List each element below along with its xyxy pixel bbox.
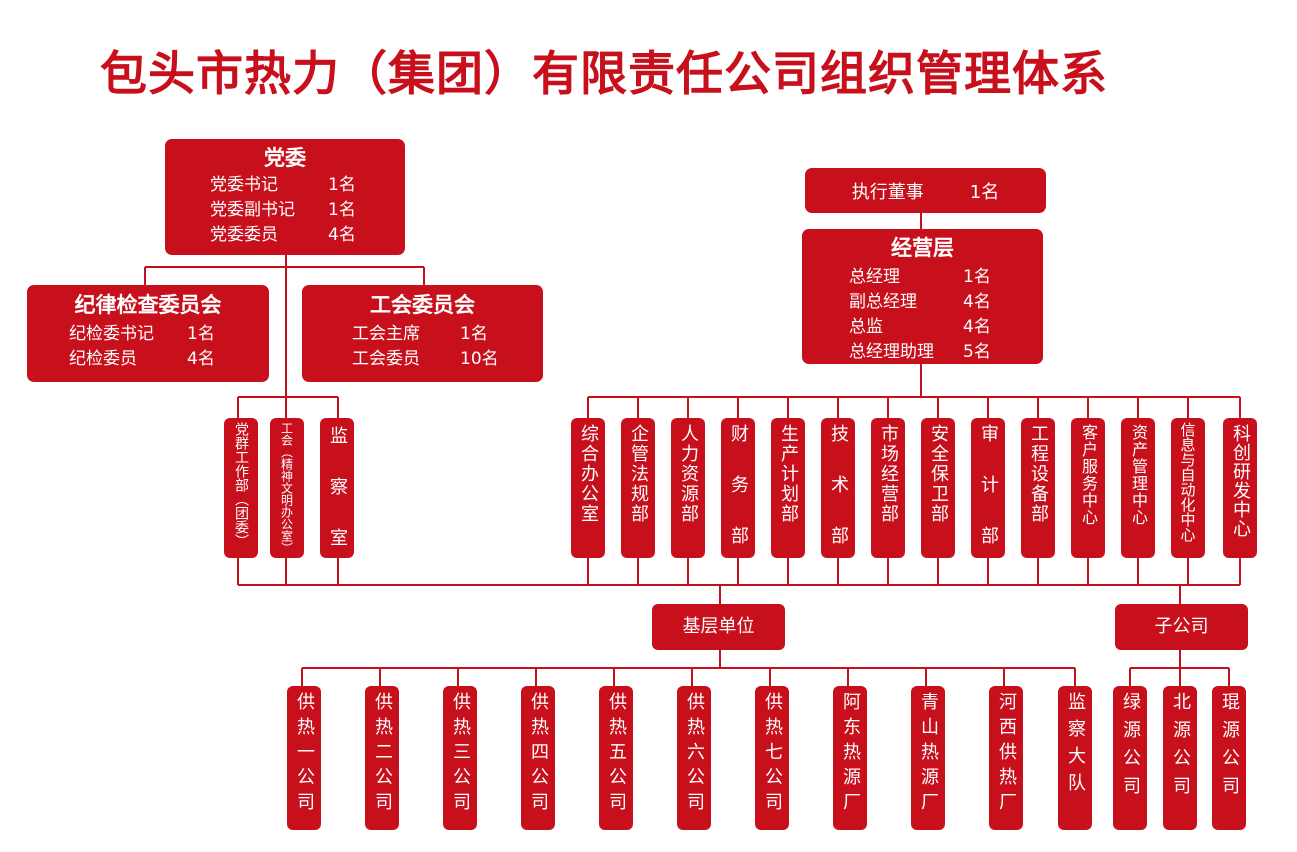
- member-role: 总经理: [849, 267, 900, 287]
- party-dept-box[interactable]: 党群工作部（团委）: [224, 418, 258, 558]
- department-box[interactable]: 科创研发中心: [1223, 418, 1257, 558]
- department-label: 信息与自动化中心: [1178, 422, 1197, 542]
- grassroots-unit-box[interactable]: 供热一公司: [287, 686, 321, 830]
- grassroots-unit-label: 青山热源厂: [918, 692, 939, 817]
- member-role: 党委副书记: [210, 200, 295, 220]
- grassroots-unit-label: 供热五公司: [606, 692, 627, 817]
- grassroots-unit-box[interactable]: 阿东热源厂: [833, 686, 867, 830]
- grassroots-unit-label: 供热三公司: [450, 692, 471, 817]
- department-box[interactable]: 综合办公室: [571, 418, 605, 558]
- party-committee-box[interactable]: 党委 党委书记 1名 党委副书记 1名 党委委员 4名: [165, 139, 405, 255]
- party-dept-box[interactable]: 监 察 室: [320, 418, 354, 558]
- party-dept-label: 党群工作部（团委）: [233, 422, 249, 548]
- department-box[interactable]: 市场经营部: [871, 418, 905, 558]
- member-count: 4名: [963, 292, 991, 312]
- grassroots-unit-box[interactable]: 河西供热厂: [989, 686, 1023, 830]
- party-dept-label: 监 察 室: [327, 426, 348, 552]
- union-committee-box[interactable]: 工会委员会 工会主席 1名 工会委员 10名: [302, 285, 543, 382]
- grassroots-unit-box[interactable]: 青山热源厂: [911, 686, 945, 830]
- member-role: 总监: [849, 317, 883, 337]
- grassroots-unit-box[interactable]: 监察大队: [1058, 686, 1092, 830]
- member-role: 纪检委员: [69, 349, 137, 369]
- union-committee-title: 工会委员会: [370, 292, 475, 317]
- department-box[interactable]: 人力资源部: [671, 418, 705, 558]
- page-title: 包头市热力（集团）有限责任公司组织管理体系: [100, 47, 1108, 102]
- department-box[interactable]: 安全保卫部: [921, 418, 955, 558]
- party-committee-title: 党委: [264, 145, 306, 170]
- department-label: 客户服务中心: [1079, 424, 1098, 526]
- subsidiary-box[interactable]: 绿源公司: [1113, 686, 1147, 830]
- department-box[interactable]: 生产计划部: [771, 418, 805, 558]
- department-box[interactable]: 技 术 部: [821, 418, 855, 558]
- grassroots-unit-box[interactable]: 供热六公司: [677, 686, 711, 830]
- member-count: 1名: [460, 324, 488, 344]
- subsidiary-box[interactable]: 北源公司: [1163, 686, 1197, 830]
- member-count: 10名: [460, 349, 499, 369]
- department-box[interactable]: 资产管理中心: [1121, 418, 1155, 558]
- grassroots-units-box[interactable]: 基层单位: [652, 604, 785, 650]
- grassroots-unit-label: 阿东热源厂: [840, 692, 861, 817]
- member-count: 4名: [328, 225, 356, 245]
- grassroots-unit-label: 供热七公司: [762, 692, 783, 817]
- department-label: 资产管理中心: [1129, 424, 1148, 526]
- department-label: 人力资源部: [678, 424, 699, 524]
- department-label: 科创研发中心: [1230, 424, 1251, 538]
- grassroots-unit-label: 供热四公司: [528, 692, 549, 817]
- department-label: 生产计划部: [778, 424, 799, 524]
- department-label: 审 计 部: [978, 424, 999, 550]
- department-label: 企管法规部: [628, 424, 649, 524]
- member-count: 4名: [187, 349, 215, 369]
- department-label: 综合办公室: [578, 424, 599, 524]
- discipline-committee-box[interactable]: 纪律检查委员会 纪检委书记 1名 纪检委员 4名: [27, 285, 269, 382]
- subsidiary-box[interactable]: 琨源公司: [1212, 686, 1246, 830]
- subsidiaries-box[interactable]: 子公司: [1115, 604, 1248, 650]
- department-box[interactable]: 客户服务中心: [1071, 418, 1105, 558]
- department-box[interactable]: 企管法规部: [621, 418, 655, 558]
- grassroots-unit-label: 供热二公司: [372, 692, 393, 817]
- member-count: 1名: [187, 324, 215, 344]
- department-label: 安全保卫部: [928, 424, 949, 524]
- member-count: 5名: [963, 342, 991, 362]
- department-box[interactable]: 信息与自动化中心: [1171, 418, 1205, 558]
- member-role: 纪检委书记: [69, 324, 154, 344]
- management-title: 经营层: [891, 235, 954, 260]
- grassroots-unit-label: 监察大队: [1065, 692, 1086, 800]
- member-role: 工会主席: [352, 324, 420, 344]
- member-count: 1名: [328, 175, 356, 195]
- subsidiary-label: 琨源公司: [1219, 692, 1240, 804]
- discipline-committee-title: 纪律检查委员会: [74, 292, 222, 317]
- member-role: 党委委员: [210, 225, 278, 245]
- member-count: 1名: [328, 200, 356, 220]
- party-dept-box[interactable]: 工会（精神文明办公室）: [270, 418, 304, 558]
- department-label: 财 务 部: [728, 424, 749, 550]
- department-box[interactable]: 财 务 部: [721, 418, 755, 558]
- department-label: 技 术 部: [828, 424, 849, 550]
- party-dept-label: 工会（精神文明办公室）: [279, 422, 294, 554]
- department-label: 市场经营部: [878, 424, 899, 524]
- member-count: 4名: [963, 317, 991, 337]
- executive-director-box[interactable]: 执行董事 1名: [805, 168, 1046, 213]
- grassroots-unit-label: 河西供热厂: [996, 692, 1017, 817]
- grassroots-unit-box[interactable]: 供热五公司: [599, 686, 633, 830]
- management-box[interactable]: 经营层 总经理 1名 副总经理 4名 总监 4名 总经理助理 5名: [802, 229, 1043, 364]
- executive-role: 执行董事: [851, 181, 924, 203]
- member-role: 党委书记: [210, 175, 278, 195]
- grassroots-unit-label: 供热六公司: [684, 692, 705, 817]
- department-box[interactable]: 审 计 部: [971, 418, 1005, 558]
- grassroots-unit-box[interactable]: 供热二公司: [365, 686, 399, 830]
- member-role: 副总经理: [849, 292, 917, 312]
- grassroots-unit-box[interactable]: 供热三公司: [443, 686, 477, 830]
- grassroots-unit-box[interactable]: 供热四公司: [521, 686, 555, 830]
- member-count: 1名: [963, 267, 991, 287]
- subsidiary-label: 北源公司: [1170, 692, 1191, 804]
- subsidiary-label: 绿源公司: [1120, 692, 1141, 804]
- grassroots-unit-box[interactable]: 供热七公司: [755, 686, 789, 830]
- member-role: 总经理助理: [849, 342, 934, 362]
- member-role: 工会委员: [352, 349, 420, 369]
- grassroots-unit-label: 供热一公司: [294, 692, 315, 817]
- executive-count: 1名: [969, 181, 1000, 203]
- department-box[interactable]: 工程设备部: [1021, 418, 1055, 558]
- department-label: 工程设备部: [1028, 424, 1049, 524]
